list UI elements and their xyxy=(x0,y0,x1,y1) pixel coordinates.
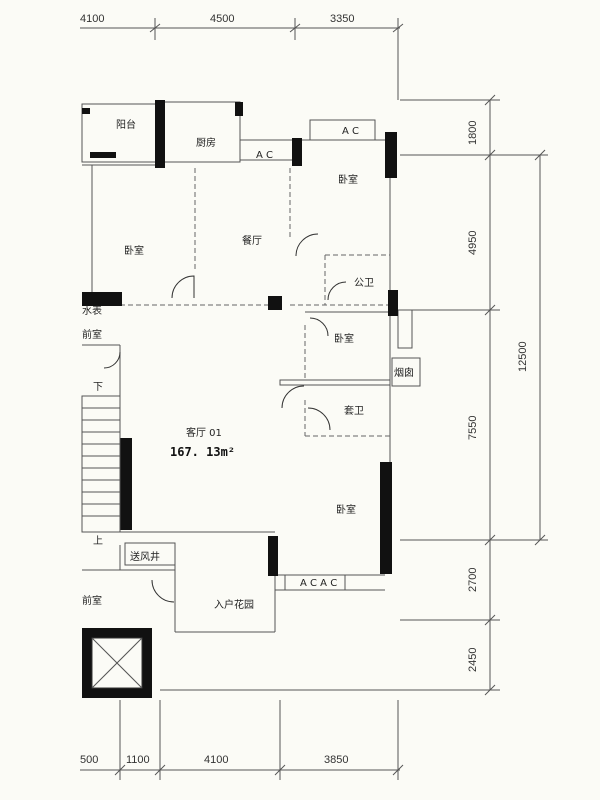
living-area-value: 167. 13m² xyxy=(170,445,235,459)
room-living-label: 客厅 01 xyxy=(186,426,222,439)
dim-top-1: 4100 xyxy=(80,13,104,25)
room-bedroom-top-right-label: 卧室 xyxy=(338,173,358,186)
room-anteroom-upper-label: 前室 xyxy=(82,328,102,341)
dim-right-4: 2700 xyxy=(467,568,479,592)
room-entry-garden-label: 入户花园 xyxy=(214,598,254,611)
ac-labels: A C A C A C A C xyxy=(256,126,359,589)
dim-right-2: 4950 xyxy=(467,231,479,255)
room-bedroom-bottom-right-label: 卧室 xyxy=(336,503,356,516)
room-balcony-label: 阳台 xyxy=(116,118,136,131)
water-meter-label: 水表 xyxy=(82,304,102,317)
ac-label-bottom: A C A C xyxy=(300,578,337,589)
room-bedroom-top-left-label: 卧室 xyxy=(124,244,144,257)
dimension-lines-top: 4100 4500 3350 xyxy=(80,13,404,100)
stair-down-label: 下 xyxy=(93,382,103,393)
room-public-bath-label: 公卫 xyxy=(354,278,374,289)
elevator-shaft xyxy=(91,637,143,689)
dashed-partitions xyxy=(82,168,390,437)
dim-right-outer: 12500 xyxy=(517,341,529,372)
staircase xyxy=(81,395,121,533)
room-dining-label: 餐厅 xyxy=(242,234,262,247)
room-flue-label: 烟囱 xyxy=(394,366,414,379)
dim-top-3: 3350 xyxy=(330,13,354,25)
room-kitchen-label: 厨房 xyxy=(196,136,216,149)
room-anteroom-lower-label: 前室 xyxy=(82,594,102,607)
dim-bottom-3: 4100 xyxy=(204,754,228,766)
stair-up-label: 上 xyxy=(93,535,103,547)
dim-bottom-1: 500 xyxy=(80,754,98,766)
ac-label-kitchen: A C xyxy=(256,150,273,161)
dim-bottom-2: 1100 xyxy=(126,754,150,766)
ac-label-top: A C xyxy=(342,126,359,137)
dim-right-5: 2450 xyxy=(467,648,479,672)
dim-top-2: 4500 xyxy=(210,13,234,25)
room-ensuite-bath-label: 套卫 xyxy=(344,404,364,417)
dimension-lines-right: 1800 4950 7550 2700 2450 12500 xyxy=(160,94,548,696)
dim-bottom-4: 3850 xyxy=(324,754,348,766)
room-bedroom-middle-label: 卧室 xyxy=(334,332,354,345)
dimension-lines-bottom: 500 1100 4100 3850 xyxy=(80,700,404,780)
dim-right-1: 1800 xyxy=(467,121,479,145)
door-swings xyxy=(103,233,347,603)
room-air-shaft-label: 送风井 xyxy=(130,550,160,563)
dim-right-3: 7550 xyxy=(467,416,479,440)
room-labels: 阳台 厨房 餐厅 卧室 卧室 公卫 卧室 套卫 烟囱 客厅 01 167. 13… xyxy=(82,118,414,611)
